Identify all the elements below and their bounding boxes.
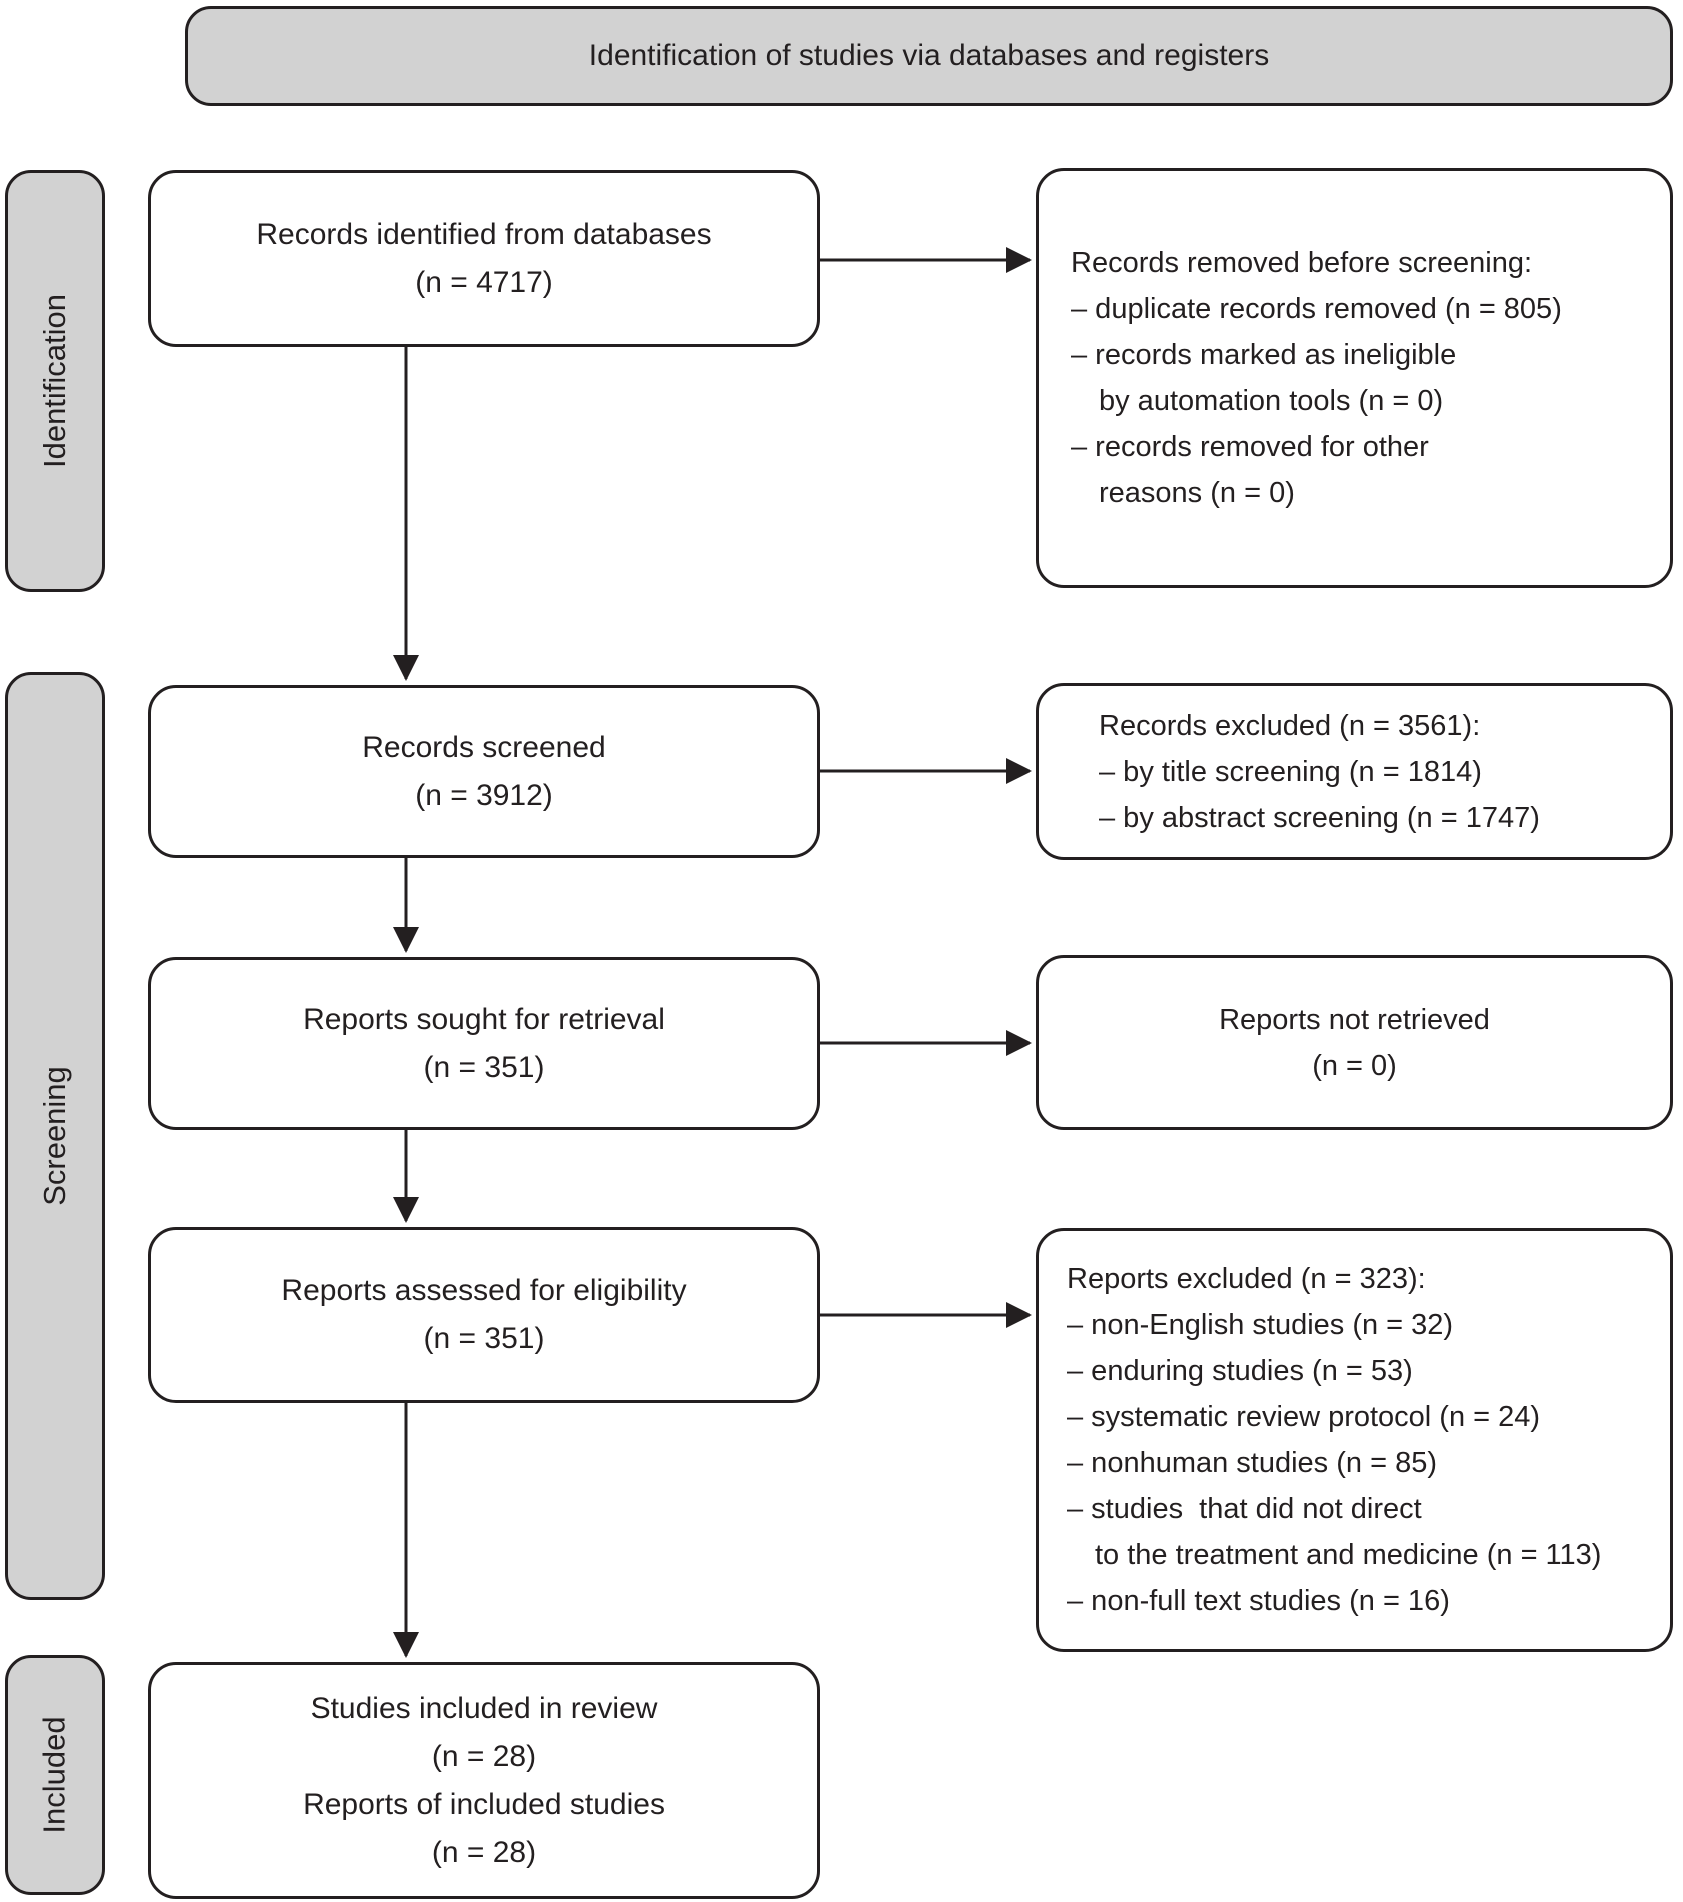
text-line: Studies included in review <box>310 1691 658 1725</box>
text-line: Records screened <box>362 730 606 764</box>
text-line: (n = 28) <box>431 1835 537 1869</box>
text-line: by automation tools (n = 0) <box>1099 385 1444 417</box>
text-line: Records removed before screening: <box>1071 247 1533 279</box>
text-line: reasons (n = 0) <box>1099 477 1295 509</box>
text-line: – records marked as ineligible <box>1071 339 1457 371</box>
text-line: Records excluded (n = 3561): <box>1099 709 1481 742</box>
reports-assessed-box: Reports assessed for eligibility (n = 35… <box>148 1227 820 1403</box>
text-line: to the treatment and medicine (n = 113) <box>1095 1539 1602 1571</box>
text-line: (n = 351) <box>423 1322 545 1355</box>
text-line: (n = 28) <box>431 1739 537 1773</box>
text-line: – studies that did not direct <box>1067 1493 1422 1525</box>
banner-title: Identification of studies via databases … <box>588 39 1270 72</box>
text-line: Records identified from databases <box>256 217 712 251</box>
text-line: Reports not retrieved <box>1219 1003 1490 1036</box>
stage-identification-label: Identification <box>37 293 72 469</box>
records-excluded-box: Records excluded (n = 3561): – by title … <box>1036 683 1673 860</box>
stage-included: Included <box>5 1655 105 1895</box>
banner: Identification of studies via databases … <box>185 6 1673 106</box>
text-line: – nonhuman studies (n = 85) <box>1067 1447 1437 1479</box>
text-line: – enduring studies (n = 53) <box>1067 1355 1413 1387</box>
reports-sought-box: Reports sought for retrieval (n = 351) <box>148 957 820 1130</box>
text-line: Reports excluded (n = 323): <box>1067 1263 1426 1295</box>
text-line: (n = 351) <box>423 1050 545 1084</box>
text-line: Reports of included studies <box>303 1787 665 1821</box>
reports-not-retrieved-box: Reports not retrieved (n = 0) <box>1036 955 1673 1130</box>
records-identified-box: Records identified from databases (n = 4… <box>148 170 820 347</box>
text-line: – by title screening (n = 1814) <box>1099 755 1482 788</box>
stage-screening-label: Screening <box>37 1066 72 1206</box>
records-screened-box: Records screened (n = 3912) <box>148 685 820 858</box>
text-line: (n = 0) <box>1312 1049 1397 1082</box>
stage-screening: Screening <box>5 672 105 1600</box>
text-line: – duplicate records removed (n = 805) <box>1071 293 1562 325</box>
reports-excluded-box: Reports excluded (n = 323): – non-Englis… <box>1036 1228 1673 1652</box>
text-line: – systematic review protocol (n = 24) <box>1067 1401 1541 1433</box>
stage-identification: Identification <box>5 170 105 592</box>
text-line: (n = 4717) <box>415 265 553 299</box>
text-line: – non-English studies (n = 32) <box>1067 1309 1454 1341</box>
text-line: – by abstract screening (n = 1747) <box>1099 801 1540 834</box>
text-line: – non-full text studies (n = 16) <box>1067 1585 1450 1617</box>
text-line: (n = 3912) <box>415 778 553 812</box>
studies-included-box: Studies included in review (n = 28) Repo… <box>148 1662 820 1899</box>
stage-included-label: Included <box>37 1716 72 1834</box>
text-line: – records removed for other <box>1071 431 1429 463</box>
text-line: Reports assessed for eligibility <box>281 1274 687 1307</box>
text-line: Reports sought for retrieval <box>303 1002 665 1036</box>
records-removed-box: Records removed before screening: – dupl… <box>1036 168 1673 588</box>
